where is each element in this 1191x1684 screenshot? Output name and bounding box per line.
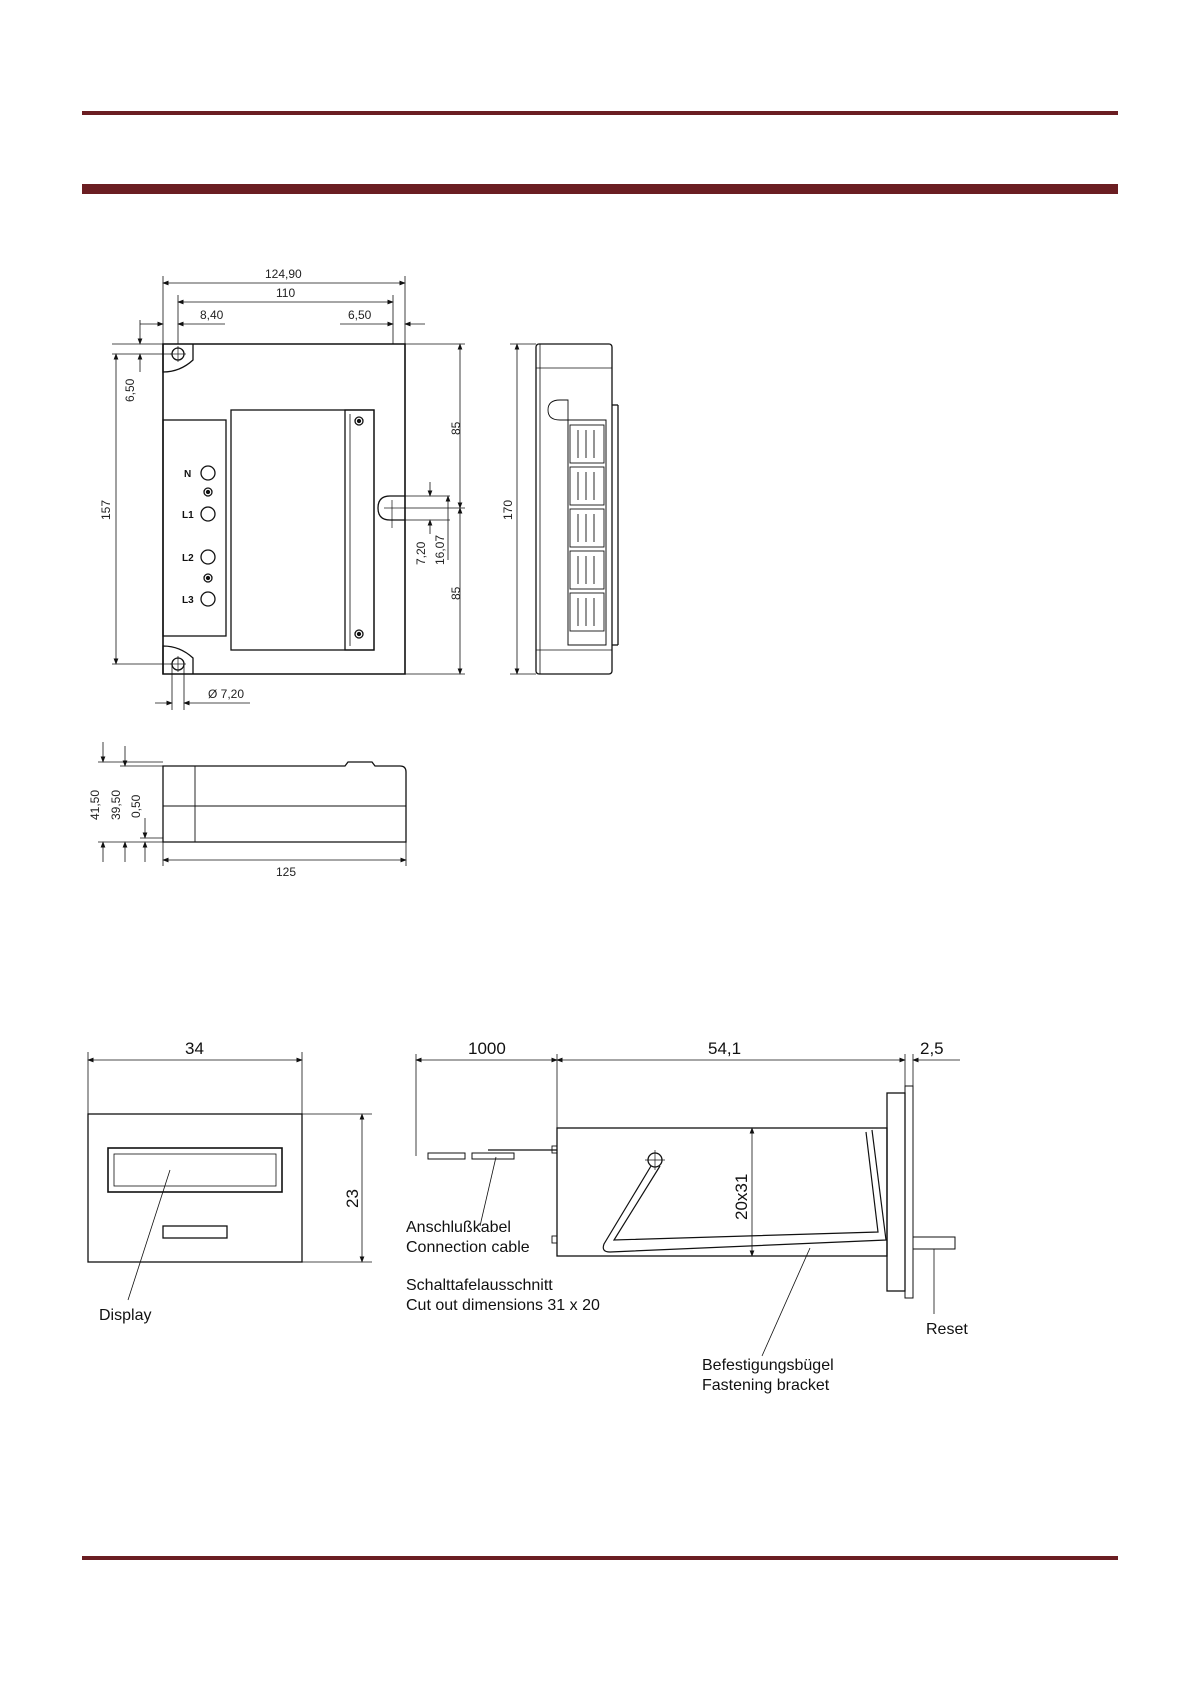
cable-label-en: Connection cable (406, 1239, 530, 1256)
counter-side-view (428, 1086, 955, 1298)
counter-front-dimensions (88, 1052, 372, 1300)
dim-front-height: 23 (343, 1189, 362, 1208)
side-view-terminal-blocks (570, 425, 604, 631)
dim-base: 0,50 (129, 794, 143, 818)
dim-cutout-height: 20x31 (732, 1174, 751, 1220)
counter-front-view (88, 1114, 302, 1262)
dim-width-overall: 124,90 (265, 267, 302, 281)
display-label: Display (99, 1307, 151, 1324)
terminal-l2-label: L2 (182, 553, 194, 564)
dim-side-height: 170 (501, 500, 515, 520)
dim-width-holes: 110 (276, 286, 295, 300)
dim-cable-length: 1000 (468, 1039, 506, 1058)
dim-slot-width: 7,20 (414, 541, 428, 565)
dim-depth-body: 39,50 (109, 790, 123, 820)
reset-label: Reset (926, 1321, 968, 1338)
bracket-label-de: Befestigungsbügel (702, 1357, 834, 1374)
cutout-label-de: Schalttafelausschnitt (406, 1277, 553, 1294)
dim-slot-span: 16,07 (433, 535, 447, 565)
bottom-view-dimension-lines (98, 742, 406, 866)
dim-lower-half: 85 (449, 586, 463, 600)
dim-hole-diameter: Ø 7,20 (208, 687, 244, 701)
cable-label-de: Anschlußkabel (406, 1219, 511, 1236)
dim-depth-total: 41,50 (88, 790, 102, 820)
terminal-n-label: N (184, 469, 191, 480)
bracket-label-en: Fastening bracket (702, 1377, 830, 1394)
dim-right-offset: 6,50 (348, 308, 372, 322)
module-dimension-lines (112, 276, 465, 710)
dim-front-width: 34 (185, 1039, 204, 1058)
dim-left-offset: 8,40 (200, 308, 224, 322)
module-bottom-view (163, 762, 406, 842)
dim-upper-half: 85 (449, 421, 463, 435)
dim-bottom-width: 125 (276, 865, 296, 879)
cutout-label-en: Cut out dimensions 31 x 20 (406, 1297, 600, 1314)
terminal-l1-label: L1 (182, 510, 194, 521)
terminal-l3-label: L3 (182, 595, 194, 606)
dim-height-holes: 157 (99, 500, 113, 520)
dim-body-length: 54,1 (708, 1039, 741, 1058)
dim-top-offset: 6,50 (123, 378, 137, 402)
dim-panel-thickness: 2,5 (920, 1039, 944, 1058)
module-front-view (163, 344, 405, 674)
